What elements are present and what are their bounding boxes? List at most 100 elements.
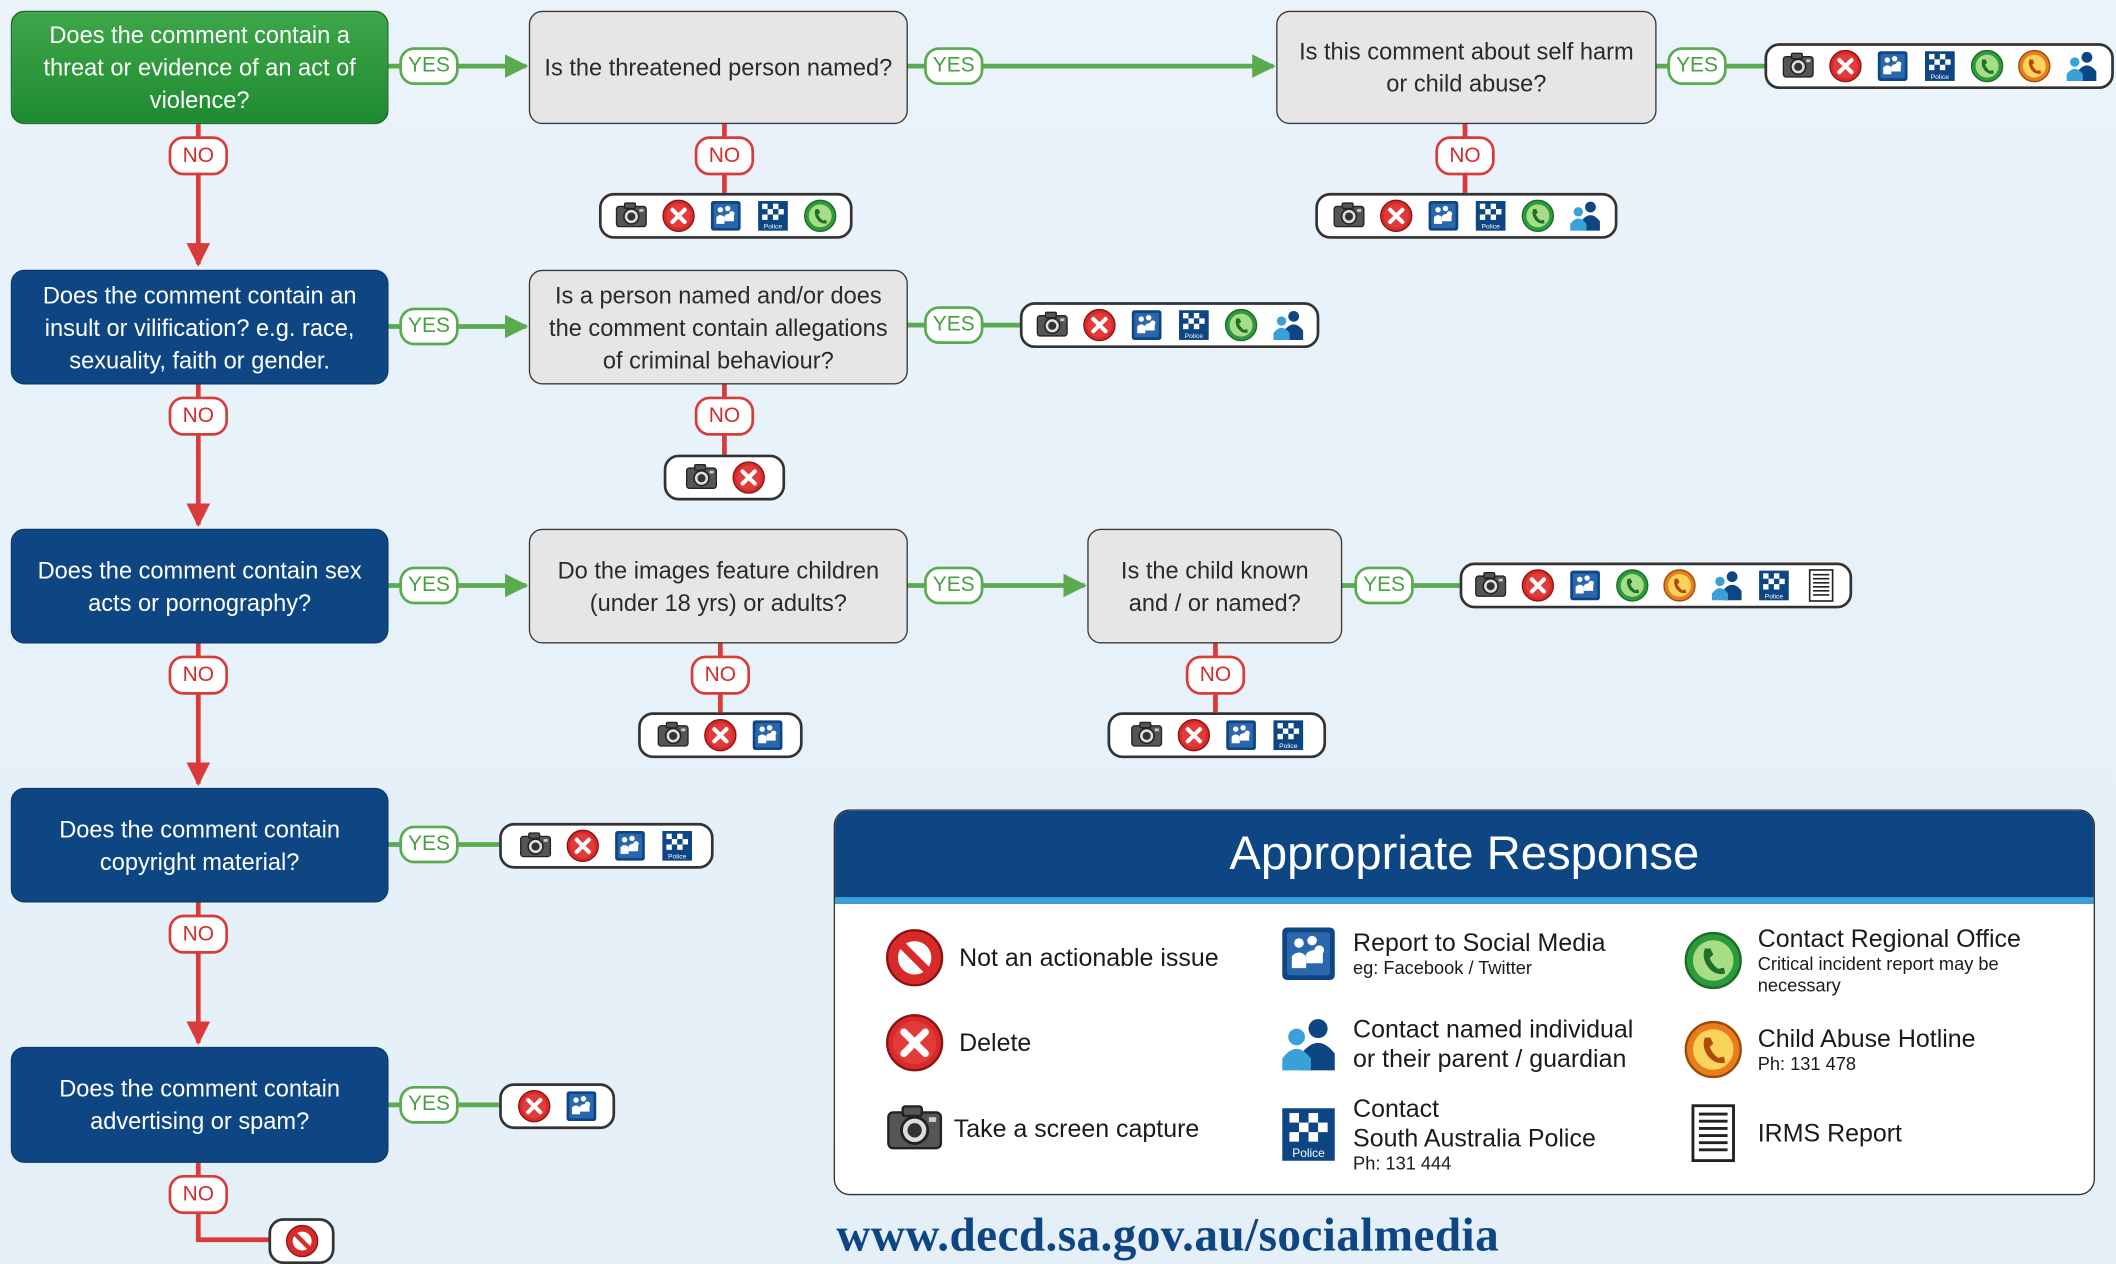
svg-text:Police: Police: [668, 854, 687, 861]
yes-label: YES: [399, 1085, 459, 1124]
no-label: NO: [168, 655, 228, 695]
report-social-icon: [1128, 308, 1163, 343]
report-social-icon: [1568, 568, 1603, 603]
police-icon: Police: [755, 198, 790, 233]
regional-office-icon: [1969, 49, 2004, 84]
website-url[interactable]: www.decd.sa.gov.au/socialmedia: [836, 1208, 1500, 1262]
child-abuse-hotline-icon: [1682, 1018, 1744, 1080]
report-social-icon: [563, 1089, 598, 1124]
question-copyright: Does the comment contain copyright mater…: [10, 787, 389, 903]
camera-icon: [1034, 308, 1069, 343]
regional-office-icon: [1520, 198, 1555, 233]
delete-icon: [1378, 198, 1413, 233]
response-tray: Police: [1107, 712, 1327, 759]
question-threatened-person-named-text: Is the threatened person named?: [544, 53, 893, 81]
legend-label: Delete: [959, 1027, 1032, 1057]
question-child-known: Is the child known and / or named?: [1087, 528, 1343, 644]
no-label: NO: [168, 136, 228, 176]
legend-label-line2: or their parent / guardian: [1353, 1044, 1627, 1073]
legend-item-irms: IRMS Report: [1682, 1102, 1902, 1164]
legend-label: IRMS Report: [1757, 1118, 1902, 1147]
response-tray: Police: [598, 192, 853, 239]
child-abuse-hotline-icon: [2016, 49, 2051, 84]
question-images-children-adults: Do the images feature children (under 18…: [528, 528, 908, 644]
camera-icon: [1780, 49, 1815, 84]
report-social-icon: [612, 828, 647, 863]
camera-icon: [518, 828, 553, 863]
camera-icon: [1128, 718, 1163, 753]
police-icon: Police: [660, 828, 695, 863]
legend-item-screen-capture: Take a screen capture: [884, 1098, 1200, 1160]
legend-item-not-actionable: Not an actionable issue: [884, 927, 1219, 989]
no-label: NO: [690, 655, 751, 695]
contact-individual-icon: [1709, 568, 1744, 603]
question-person-named-allegations-text: Is a person named and/or does the commen…: [549, 281, 888, 373]
legend-label: Contact Regional Office: [1757, 924, 2021, 953]
legend-item-delete: Delete: [884, 1012, 1032, 1074]
legend-label: Take a screen capture: [953, 1114, 1200, 1143]
delete-icon: [1081, 308, 1116, 343]
yes-label: YES: [924, 47, 984, 85]
response-tray: Police: [1459, 562, 1853, 609]
legend-label: Child Abuse Hotline: [1757, 1023, 1976, 1053]
question-copyright-text: Does the comment contain copyright mater…: [59, 815, 341, 875]
legend-label: Contact named individual: [1353, 1014, 1634, 1043]
contact-individual-icon: [1278, 1013, 1340, 1075]
police-icon: Police: [1278, 1103, 1340, 1165]
response-tray: [499, 1083, 616, 1130]
camera-icon: [1473, 568, 1508, 603]
police-icon: Police: [1176, 308, 1211, 343]
delete-icon: [565, 828, 600, 863]
delete-icon: [1827, 49, 1862, 84]
response-tray: Police: [1315, 192, 1618, 239]
question-insult-vilification: Does the comment contain an insult or vi…: [10, 269, 389, 385]
report-social-icon: [708, 198, 743, 233]
irms-icon: [1682, 1102, 1744, 1164]
question-insult-vilification-text: Does the comment contain an insult or vi…: [42, 281, 357, 373]
response-tray: Police: [1764, 43, 2114, 90]
yes-label: YES: [399, 307, 459, 346]
question-threat: Does the comment contain a threat or evi…: [10, 10, 389, 125]
child-abuse-hotline-icon: [1662, 568, 1697, 603]
no-label: NO: [694, 396, 755, 436]
delete-icon: [661, 198, 696, 233]
no-label: NO: [168, 1174, 228, 1215]
delete-icon: [703, 718, 738, 753]
svg-text:Police: Police: [1930, 74, 1949, 81]
no-label: NO: [1435, 136, 1495, 176]
question-images-children-adults-text: Do the images feature children (under 18…: [557, 556, 880, 616]
police-icon: Police: [1270, 718, 1305, 753]
yes-label: YES: [399, 47, 459, 85]
regional-office-icon: [1615, 568, 1650, 603]
no-label: NO: [168, 914, 228, 954]
contact-individual-icon: [2063, 49, 2098, 84]
legend-sub: Ph: 131 444: [1353, 1153, 1452, 1174]
no-label: NO: [1185, 655, 1246, 695]
response-tray: [638, 712, 803, 759]
yes-label: YES: [399, 566, 459, 605]
svg-text:Police: Police: [764, 224, 783, 231]
question-threatened-person-named: Is the threatened person named?: [528, 10, 908, 125]
question-person-named-allegations: Is a person named and/or does the commen…: [528, 269, 908, 385]
police-icon: Police: [1756, 568, 1791, 603]
response-tray: Police: [1019, 302, 1320, 349]
yes-label: YES: [1354, 566, 1414, 605]
legend-label: Contact: [1353, 1094, 1440, 1123]
camera-icon: [614, 198, 649, 233]
response-tray: [268, 1218, 335, 1264]
legend-label-line2: South Australia Police: [1353, 1123, 1596, 1153]
yes-label: YES: [399, 825, 459, 864]
svg-text:Police: Police: [1292, 1146, 1325, 1160]
response-tray: [663, 454, 786, 501]
delete-icon: [1176, 718, 1211, 753]
yes-label: YES: [1667, 47, 1727, 85]
no-label: NO: [694, 136, 755, 176]
question-child-known-text: Is the child known and / or named?: [1120, 556, 1309, 616]
svg-text:Police: Police: [1184, 333, 1203, 340]
camera-icon: [656, 718, 691, 753]
